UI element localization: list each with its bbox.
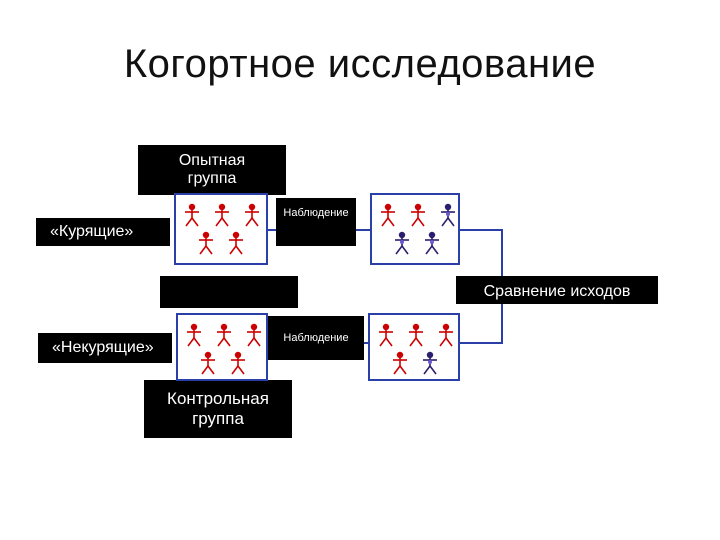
person-icon	[410, 203, 426, 232]
person-icon	[186, 323, 202, 352]
non-smokers-label: «Некурящие»	[38, 333, 172, 363]
blank-block	[160, 276, 298, 308]
person-icon	[392, 351, 408, 380]
control-group-label: Контрольная группа	[144, 380, 292, 438]
person-icon	[228, 231, 244, 260]
person-icon	[230, 351, 246, 380]
experimental-group-label: Опытная группа	[138, 145, 286, 195]
person-icon	[246, 323, 262, 352]
person-icon	[214, 203, 230, 232]
person-icon	[184, 203, 200, 232]
outcome-person-icon	[440, 203, 456, 232]
top-right-bracket	[460, 229, 503, 276]
smokers-end-box	[370, 193, 460, 265]
comparison-label: Сравнение исходов	[456, 276, 658, 304]
observation-bottom-label: Наблюдение	[268, 316, 364, 360]
person-icon	[200, 351, 216, 380]
person-icon	[408, 323, 424, 352]
bottom-right-bracket	[460, 303, 503, 344]
slide-title: Когортное исследование	[123, 42, 597, 86]
observation-top-label: Наблюдение	[276, 198, 356, 246]
person-icon	[198, 231, 214, 260]
person-icon	[380, 203, 396, 232]
person-icon	[216, 323, 232, 352]
outcome-person-icon	[422, 351, 438, 380]
non-smokers-start-box	[176, 313, 268, 381]
non-smokers-end-box	[368, 313, 460, 381]
person-icon	[244, 203, 260, 232]
person-icon	[438, 323, 454, 352]
outcome-person-icon	[394, 231, 410, 260]
person-icon	[378, 323, 394, 352]
smokers-start-box	[174, 193, 268, 265]
outcome-person-icon	[424, 231, 440, 260]
smokers-label: «Курящие»	[36, 218, 170, 246]
